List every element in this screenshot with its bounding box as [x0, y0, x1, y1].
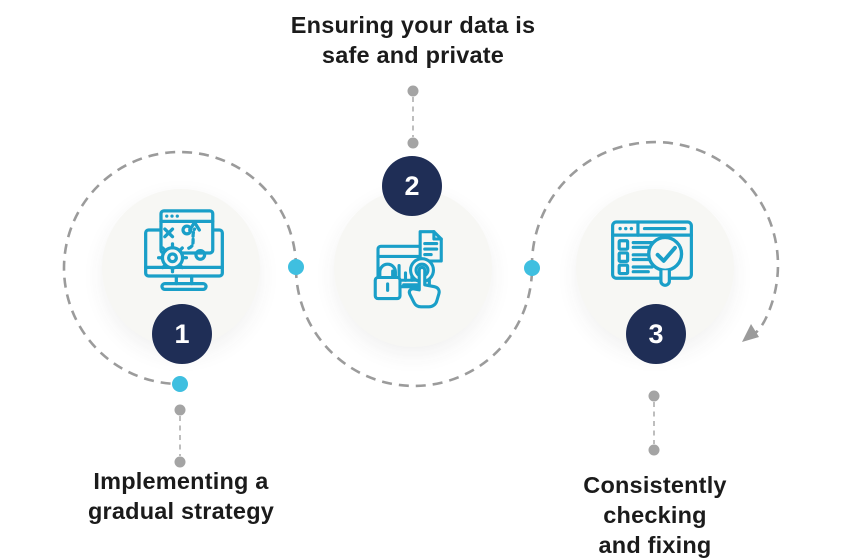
data-privacy-lock-touch-icon	[373, 230, 443, 309]
gray-dot	[648, 390, 660, 402]
cyan-junction-dot	[524, 260, 540, 276]
review-check-magnifier-icon	[611, 220, 693, 287]
gray-dot	[648, 444, 660, 456]
cyan-junction-dot	[288, 259, 304, 275]
gray-dot	[407, 137, 419, 149]
strategy-planning-monitor-icon	[144, 209, 224, 292]
step-3-number: 3	[648, 318, 664, 349]
flow-end-arrow-icon	[742, 324, 759, 342]
cyan-junction-dot	[172, 376, 188, 392]
step-3-label: Consistently checking and fixing	[583, 472, 727, 559]
gray-dot	[407, 85, 419, 97]
step-2-number-badge: 2	[382, 156, 442, 216]
step-2-number: 2	[404, 170, 420, 201]
step-1-number-badge: 1	[152, 304, 212, 364]
step-1-label: Implementing a gradual strategy	[87, 468, 275, 525]
step-3-number-badge: 3	[626, 304, 686, 364]
step-2-label: Ensuring your data is safe and private	[290, 12, 536, 69]
gray-dot	[174, 404, 186, 416]
step-1-number: 1	[174, 318, 190, 349]
